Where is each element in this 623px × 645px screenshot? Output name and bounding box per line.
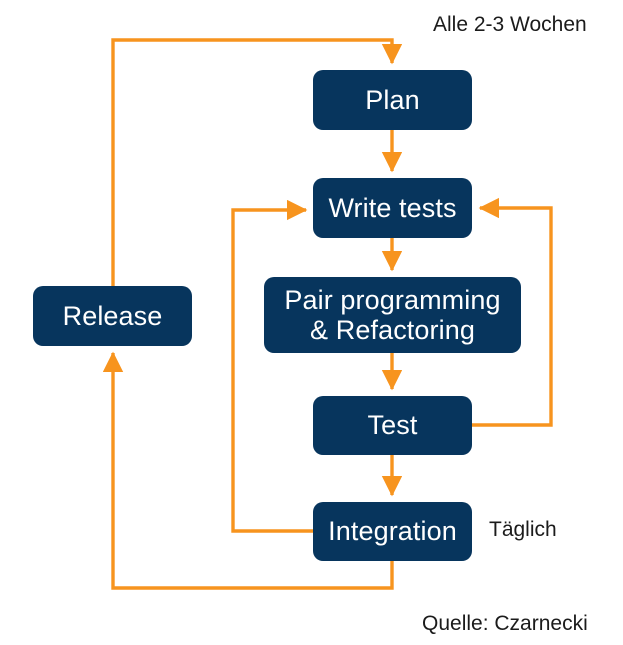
node-plan-label: Plan <box>365 84 420 115</box>
node-test[interactable]: Test <box>313 396 472 455</box>
annotation-source-credit: Quelle: Czarnecki <box>422 612 588 635</box>
node-integration[interactable]: Integration <box>313 502 472 561</box>
node-pair-programming-refactoring-label: Pair programming & Refactoring <box>284 284 501 345</box>
node-write-tests-label: Write tests <box>328 192 457 223</box>
connector-integration-to-write-tests <box>231 199 313 533</box>
node-test-label: Test <box>367 410 418 441</box>
node-integration-label: Integration <box>328 516 457 547</box>
annotation-daily-cadence: Täglich <box>489 518 557 541</box>
annotation-iteration-cadence: Alle 2-3 Wochen <box>433 13 587 36</box>
node-release-label: Release <box>62 300 163 331</box>
node-write-tests[interactable]: Write tests <box>313 178 472 238</box>
node-plan[interactable]: Plan <box>313 70 472 130</box>
node-release[interactable]: Release <box>33 286 192 346</box>
node-pair-programming-refactoring[interactable]: Pair programming & Refactoring <box>264 277 521 353</box>
